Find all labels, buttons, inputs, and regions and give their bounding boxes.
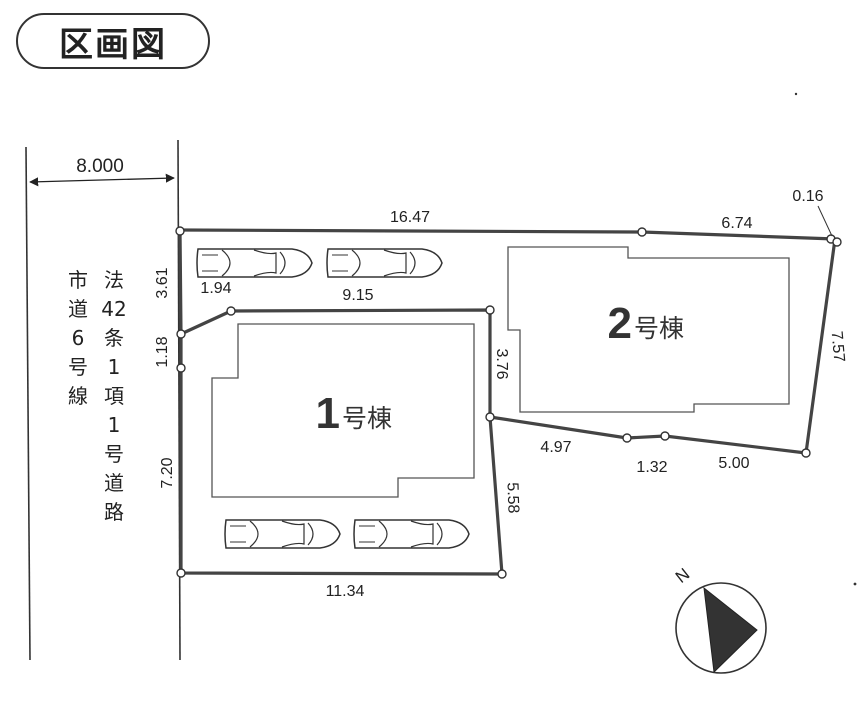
boundary-marker — [622, 433, 632, 443]
boundary-marker — [176, 329, 186, 339]
dim-bottom-middle-2: 1.32 — [636, 459, 667, 476]
boundary-marker — [637, 227, 647, 237]
boundary-marker — [660, 431, 670, 441]
boundary-marker — [176, 568, 186, 578]
road-label-char: 6 — [72, 326, 85, 350]
dim-bottom-middle-3: 5.00 — [718, 455, 749, 472]
dim-top-left-edge: 16.47 — [390, 209, 430, 226]
boundary-marker — [175, 226, 185, 236]
dim-left-upper: 3.61 — [154, 267, 171, 298]
lot-2-boundary — [179, 228, 837, 455]
road-width-arrow — [29, 173, 175, 187]
boundary-marker — [485, 305, 495, 315]
title-frame: 区画図 — [16, 13, 210, 69]
page-title: 区画図 — [59, 24, 167, 65]
parking-car — [196, 248, 313, 278]
dim-corner-offset: 0.16 — [792, 188, 823, 205]
road-width-label: 8.000 — [76, 156, 124, 177]
dim-bottom-middle-1: 4.97 — [540, 439, 571, 456]
road-label-char: 条 — [104, 326, 124, 350]
dim-diagonal: 1.94 — [200, 280, 231, 297]
road-label-char: 号 — [104, 442, 124, 466]
road-label-char: 1 — [108, 413, 121, 437]
parking-car — [353, 519, 470, 549]
boundary-marker — [497, 569, 507, 579]
dim-left-lower: 7.20 — [159, 457, 176, 488]
road-label-char: 線 — [68, 384, 88, 408]
north-label: N — [672, 564, 693, 587]
road-name-column-2: 法 42 条 1 項 1 号 道 路 — [101, 268, 126, 524]
print-speck — [853, 582, 857, 586]
road-label-char: 項 — [104, 384, 124, 408]
parking-car — [224, 519, 341, 549]
road-label-char: 号 — [68, 355, 88, 379]
building-1-number: 1 — [316, 389, 340, 438]
road-label-char: 市 — [68, 268, 88, 292]
dim-step-vertical: 3.76 — [493, 348, 510, 379]
boundary-marker — [176, 363, 186, 373]
road-label-char: 1 — [108, 355, 121, 379]
boundary-marker — [226, 306, 236, 316]
building-2-name: 号棟 — [634, 314, 684, 343]
road-label-char: 道 — [104, 471, 124, 495]
building-1-footprint — [211, 323, 475, 498]
road-label-char: 路 — [104, 500, 124, 524]
building-2-footprint — [507, 246, 790, 413]
road-label-char: 道 — [68, 297, 88, 321]
dim-bottom-edge: 11.34 — [326, 583, 365, 600]
road-edge-left — [25, 146, 31, 661]
boundary-marker — [832, 237, 842, 247]
building-1-name: 号棟 — [342, 404, 392, 433]
dim-left-middle: 1.18 — [154, 336, 171, 367]
north-compass: N — [672, 564, 767, 674]
dim-lot1-right-edge: 5.58 — [503, 482, 521, 514]
print-speck — [794, 92, 798, 96]
dim-flag-pole: 9.15 — [342, 287, 373, 304]
dim-right-edge: 7.57 — [828, 330, 848, 363]
corner-offset-leader — [817, 205, 833, 237]
boundary-markers — [175, 226, 842, 579]
north-arrow-icon — [703, 586, 758, 674]
boundary-marker — [485, 412, 495, 422]
boundary-marker — [801, 448, 811, 458]
road-label-char: 法 — [104, 268, 124, 292]
road-label-char: 42 — [101, 297, 126, 321]
dim-top-right-edge: 6.74 — [721, 215, 752, 232]
parking-car — [326, 248, 443, 278]
building-2-number: 2 — [608, 299, 632, 348]
road-name-column-1: 市 道 6 号 線 — [68, 268, 88, 408]
lot-1-boundary — [178, 229, 504, 576]
